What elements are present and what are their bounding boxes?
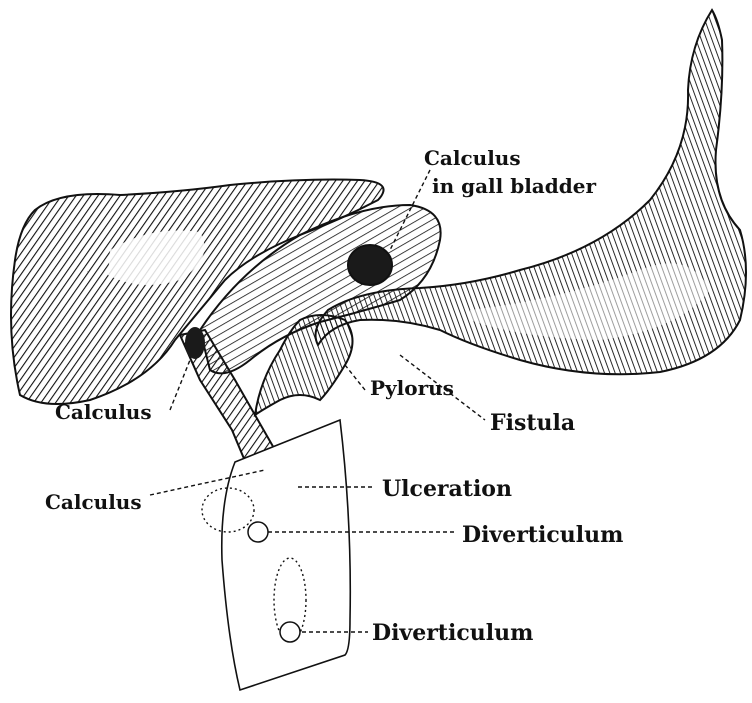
label-calculus-duct: Calculus <box>45 492 142 512</box>
duodenum <box>222 420 351 690</box>
label-calculus-left: Calculus <box>55 402 152 422</box>
label-ulceration: Ulceration <box>382 478 512 500</box>
label-in-gall-bladder: in gall bladder <box>432 176 596 196</box>
label-diverticulum-upper: Diverticulum <box>462 524 623 546</box>
label-fistula: Fistula <box>490 412 575 434</box>
label-pylorus: Pylorus <box>370 378 454 398</box>
diverticulum-lower-opening <box>280 622 300 642</box>
label-diverticulum-lower: Diverticulum <box>372 622 533 644</box>
duct-calculus-upper <box>185 327 205 359</box>
label-calculus-gallbladder: Calculus <box>424 148 521 168</box>
gall-bladder-calculus <box>348 245 392 285</box>
diverticulum-upper-opening <box>248 522 268 542</box>
